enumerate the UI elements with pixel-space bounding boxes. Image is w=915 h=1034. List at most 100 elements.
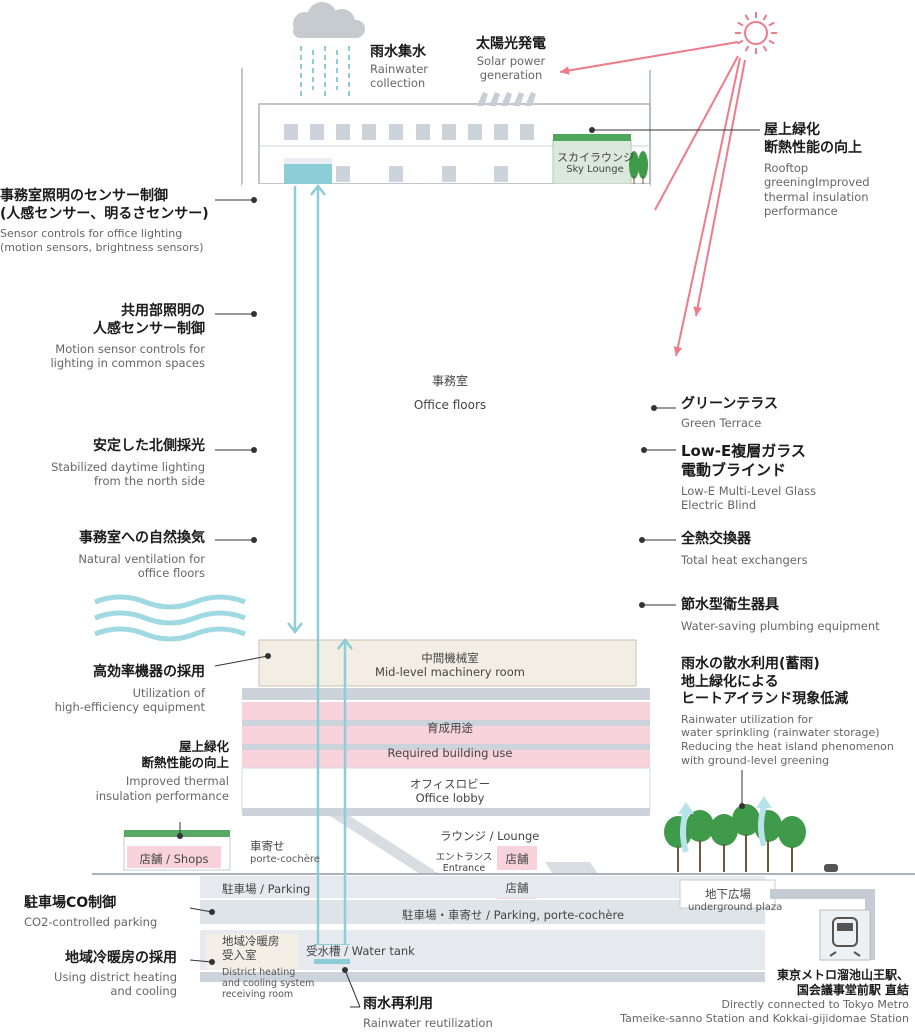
leader-dot bbox=[209, 959, 215, 965]
leader-dot bbox=[177, 833, 183, 839]
porte-jp: 車寄せ bbox=[250, 839, 285, 853]
leader-dot bbox=[639, 537, 645, 543]
lobby-jp: オフィスロビー bbox=[409, 777, 491, 791]
building-structure bbox=[92, 2, 915, 1008]
escalator bbox=[330, 816, 440, 874]
heat-exchanger-en: Total heat exchangers bbox=[681, 552, 808, 567]
plumbing-jp: 節水型衛生器具 bbox=[681, 597, 779, 613]
rooftop-tree bbox=[638, 151, 648, 179]
solar-panel bbox=[501, 92, 512, 106]
solar-panel bbox=[477, 92, 488, 106]
penthouse-window bbox=[336, 166, 350, 182]
callout-rainwater: 雨水集水 Rainwater collection bbox=[370, 44, 428, 90]
heat-release-arrow bbox=[680, 811, 689, 853]
rooftop-jp: 屋上緑化 断熱性能の向上 bbox=[764, 122, 862, 156]
train-leg bbox=[853, 951, 861, 957]
underground-label: 地下広場 underground plaza bbox=[688, 887, 782, 914]
leader-line bbox=[189, 907, 213, 913]
leader-dot bbox=[589, 127, 595, 133]
sun-ray bbox=[768, 39, 775, 45]
rainwater-en: Rainwater collection bbox=[370, 61, 429, 90]
sun-beam bbox=[654, 55, 739, 211]
north-light-en: Stabilized daytime lighting from the nor… bbox=[51, 459, 205, 488]
entrance-en: Entrance bbox=[442, 863, 486, 875]
leader-dot bbox=[209, 909, 215, 915]
leader-line bbox=[344, 969, 361, 1008]
sun-core bbox=[744, 21, 768, 45]
callout-reuse: 雨水再利用 Rainwater reutilization bbox=[363, 996, 493, 1030]
train-leg bbox=[829, 951, 837, 957]
train-icon bbox=[832, 917, 858, 947]
district-room-jp: 地域冷暖房 受入室 bbox=[222, 934, 280, 962]
common-sensor-jp: 共用部照明の 人感センサー制御 bbox=[93, 303, 205, 337]
sun-ray bbox=[744, 14, 750, 21]
leader-dot bbox=[639, 602, 645, 608]
leader-dot bbox=[251, 537, 257, 543]
tank-label: 受水槽 / Water tank bbox=[304, 944, 417, 959]
leader-dot bbox=[342, 967, 348, 973]
cloud-icon bbox=[293, 2, 365, 38]
station-jp: 東京メトロ溜池山王駅、 国会議事堂前駅 直結 bbox=[776, 968, 909, 997]
station-en: Directly connected to Tokyo Metro Tameik… bbox=[620, 998, 909, 1025]
penthouse-window bbox=[389, 124, 403, 140]
penthouse-window bbox=[336, 124, 350, 140]
shop-box-1 bbox=[497, 846, 537, 870]
office-en-label: Office floors bbox=[380, 398, 520, 413]
lobby-floor bbox=[242, 808, 650, 816]
green-terrace-jp: グリーンテラス bbox=[681, 396, 779, 412]
tree-icon bbox=[710, 814, 738, 846]
wind-waves-icon bbox=[94, 626, 246, 642]
penthouse-window bbox=[442, 124, 456, 140]
ventilation-en: Natural ventilation for office floors bbox=[78, 551, 205, 580]
pink-divider bbox=[242, 744, 650, 750]
shop-label-2: 店舗 bbox=[505, 881, 529, 895]
sky-lounge-label: スカイラウンジ Sky Lounge bbox=[557, 151, 634, 176]
rain-drops bbox=[300, 46, 350, 98]
sun-beam bbox=[695, 59, 746, 317]
shop-label-1: 店舗 bbox=[505, 852, 529, 866]
callout-rooftop: 屋上緑化 断熱性能の向上 Rooftop greeningImproved th… bbox=[764, 122, 870, 219]
heat-release-arrow bbox=[758, 805, 767, 847]
wind-waves-icon bbox=[94, 594, 246, 610]
tree-icon bbox=[778, 816, 806, 848]
leader-dot bbox=[251, 447, 257, 453]
sun-ray bbox=[737, 39, 744, 45]
rooftop-tank bbox=[284, 164, 332, 184]
callout-green-terrace: グリーンテラス Green Terrace bbox=[681, 396, 778, 430]
required-jp-label: 育成用途 bbox=[427, 721, 473, 735]
callout-district: 地域冷暖房の採用 Using district heating and cool… bbox=[54, 950, 177, 998]
callout-plumbing: 節水型衛生器具 Water-saving plumbing equipment bbox=[681, 597, 880, 633]
lobby bbox=[241, 767, 651, 811]
sky-lounge-en: Sky Lounge bbox=[566, 164, 624, 176]
tree-icon bbox=[732, 804, 760, 836]
sprinkling-jp: 雨水の散水利用(蓄雨) 地上緑化による ヒートアイランド現象低減 bbox=[681, 656, 849, 707]
rainwater-jp: 雨水集水 bbox=[370, 44, 426, 60]
penthouse-window bbox=[520, 124, 534, 140]
leader-line bbox=[189, 959, 213, 963]
sky-lounge-jp: スカイラウンジ bbox=[557, 151, 634, 164]
mid-band bbox=[242, 688, 650, 700]
car-icon bbox=[824, 864, 838, 872]
sun-ray bbox=[768, 21, 775, 27]
plumbing-en: Water-saving plumbing equipment bbox=[681, 618, 880, 633]
arrow-up bbox=[337, 637, 353, 650]
penthouse-window bbox=[284, 124, 298, 140]
sun-icon bbox=[735, 12, 777, 54]
common-sensor-en: Motion sensor controls for lighting in c… bbox=[50, 342, 205, 371]
callout-north-light: 安定した北側採光 Stabilized daytime lighting fro… bbox=[51, 438, 205, 488]
sprinkling-en: Rainwater utilization for water sprinkli… bbox=[681, 712, 894, 767]
district-jp: 地域冷暖房の採用 bbox=[65, 950, 177, 966]
office-sensor-jp: 事務室照明のセンサー制御 (人感センサー、明るさセンサー) bbox=[0, 188, 209, 222]
leader-dot bbox=[739, 803, 745, 809]
callout-sprinkling: 雨水の散水利用(蓄雨) 地上緑化による ヒートアイランド現象低減 Rainwat… bbox=[681, 656, 894, 768]
porte-label: 車寄せ porte-cochère bbox=[250, 839, 320, 866]
leader-dot bbox=[251, 197, 257, 203]
leader-dot bbox=[641, 447, 647, 453]
callout-station: 東京メトロ溜池山王駅、 国会議事堂前駅 直結 Directly connecte… bbox=[620, 968, 909, 1026]
reuse-en: Rainwater reutilization bbox=[363, 1015, 493, 1030]
callout-office-sensor: 事務室照明のセンサー制御 (人感センサー、明るさセンサー) Sensor con… bbox=[0, 188, 209, 255]
roof-green-low-jp: 屋上緑化 断熱性能の向上 bbox=[141, 739, 229, 770]
wing-green-roof bbox=[124, 830, 230, 837]
beam-arrowhead bbox=[560, 66, 570, 75]
